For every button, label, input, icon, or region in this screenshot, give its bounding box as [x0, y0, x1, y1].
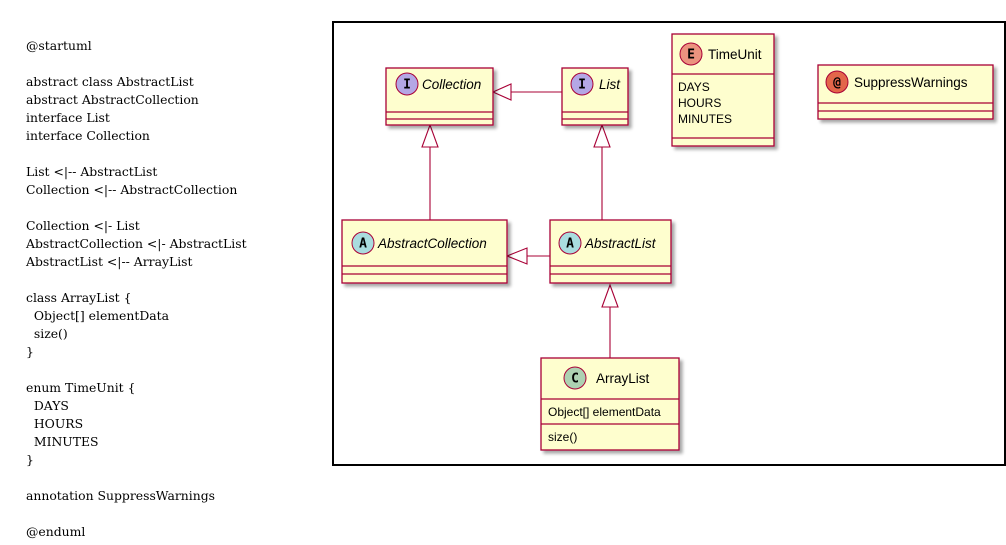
class-name: List	[599, 77, 621, 92]
code-line: @enduml	[26, 524, 86, 539]
edge-abstractlist-to-list	[593, 123, 611, 220]
badge-letter: E	[687, 48, 695, 63]
class-name: AbstractCollection	[377, 236, 487, 251]
code-line: }	[26, 344, 34, 359]
source-code-panel: @startuml abstract class AbstractList abst…	[26, 37, 316, 541]
class-name: AbstractList	[584, 236, 657, 251]
edge-abstractlist-to-abstractcollection	[505, 247, 550, 265]
class-name: TimeUnit	[708, 47, 762, 62]
code-line: interface List	[26, 110, 110, 125]
code-line: HOURS	[26, 416, 84, 431]
code-line: enum TimeUnit {	[26, 380, 136, 395]
code-line: List <|-- AbstractList	[26, 164, 158, 179]
code-line: DAYS	[26, 398, 69, 413]
class-name: ArrayList	[596, 371, 650, 386]
annotation-suppresswarnings[interactable]	[817, 64, 994, 120]
annotation-badge-icon	[825, 70, 849, 94]
code-line: @startuml	[26, 38, 92, 53]
enum-value: MINUTES	[678, 112, 732, 126]
code-line	[26, 199, 316, 217]
code-line: Collection <|-- AbstractCollection	[26, 182, 238, 197]
inheritance-edges	[421, 83, 619, 358]
enum-value: DAYS	[678, 80, 710, 94]
class-field: Object[] elementData	[548, 405, 661, 419]
class-name: Collection	[422, 77, 481, 92]
code-line: MINUTES	[26, 434, 99, 449]
code-line: }	[26, 452, 34, 467]
class-badge-icon	[563, 366, 587, 390]
code-line: Object[] elementData	[26, 308, 170, 323]
badge-letter: C	[571, 372, 579, 387]
code-line	[26, 469, 316, 487]
edge-list-to-collection	[491, 83, 562, 101]
enum-value: HOURS	[678, 96, 721, 110]
class-name: SuppressWarnings	[854, 75, 968, 90]
edge-arraylist-to-abstractlist	[601, 283, 619, 358]
badge-letter: @	[833, 76, 841, 91]
code-line: abstract AbstractCollection	[26, 92, 199, 107]
code-line	[26, 361, 316, 379]
badge-letter: A	[566, 237, 574, 252]
badge-letter: A	[359, 237, 367, 252]
code-line: AbstractCollection <|- AbstractList	[26, 236, 247, 251]
code-line	[26, 271, 316, 289]
code-line	[26, 505, 316, 523]
uml-diagram: I Collection I List E TimeUnit DAYS HOUR…	[332, 21, 1006, 466]
code-line: AbstractList <|-- ArrayList	[26, 254, 193, 269]
enum-badge-icon	[679, 42, 703, 66]
code-line	[26, 145, 316, 163]
interface-badge-icon	[570, 72, 594, 96]
badge-letter: I	[578, 78, 586, 93]
abstract-badge-icon	[351, 231, 375, 255]
code-line	[26, 55, 316, 73]
abstract-badge-icon	[558, 231, 582, 255]
class-method: size()	[548, 430, 577, 444]
code-line: class ArrayList {	[26, 290, 132, 305]
interface-badge-icon	[395, 72, 419, 96]
class-arraylist[interactable]	[540, 357, 680, 451]
code-line: size()	[26, 326, 68, 341]
code-line: abstract class AbstractList	[26, 74, 194, 89]
badge-letter: I	[403, 78, 411, 93]
code-line: annotation SuppressWarnings	[26, 488, 215, 503]
code-line: interface Collection	[26, 128, 150, 143]
edge-abstractcollection-to-collection	[421, 123, 439, 220]
class-abstractlist[interactable]	[549, 219, 672, 284]
code-line: Collection <|- List	[26, 218, 140, 233]
